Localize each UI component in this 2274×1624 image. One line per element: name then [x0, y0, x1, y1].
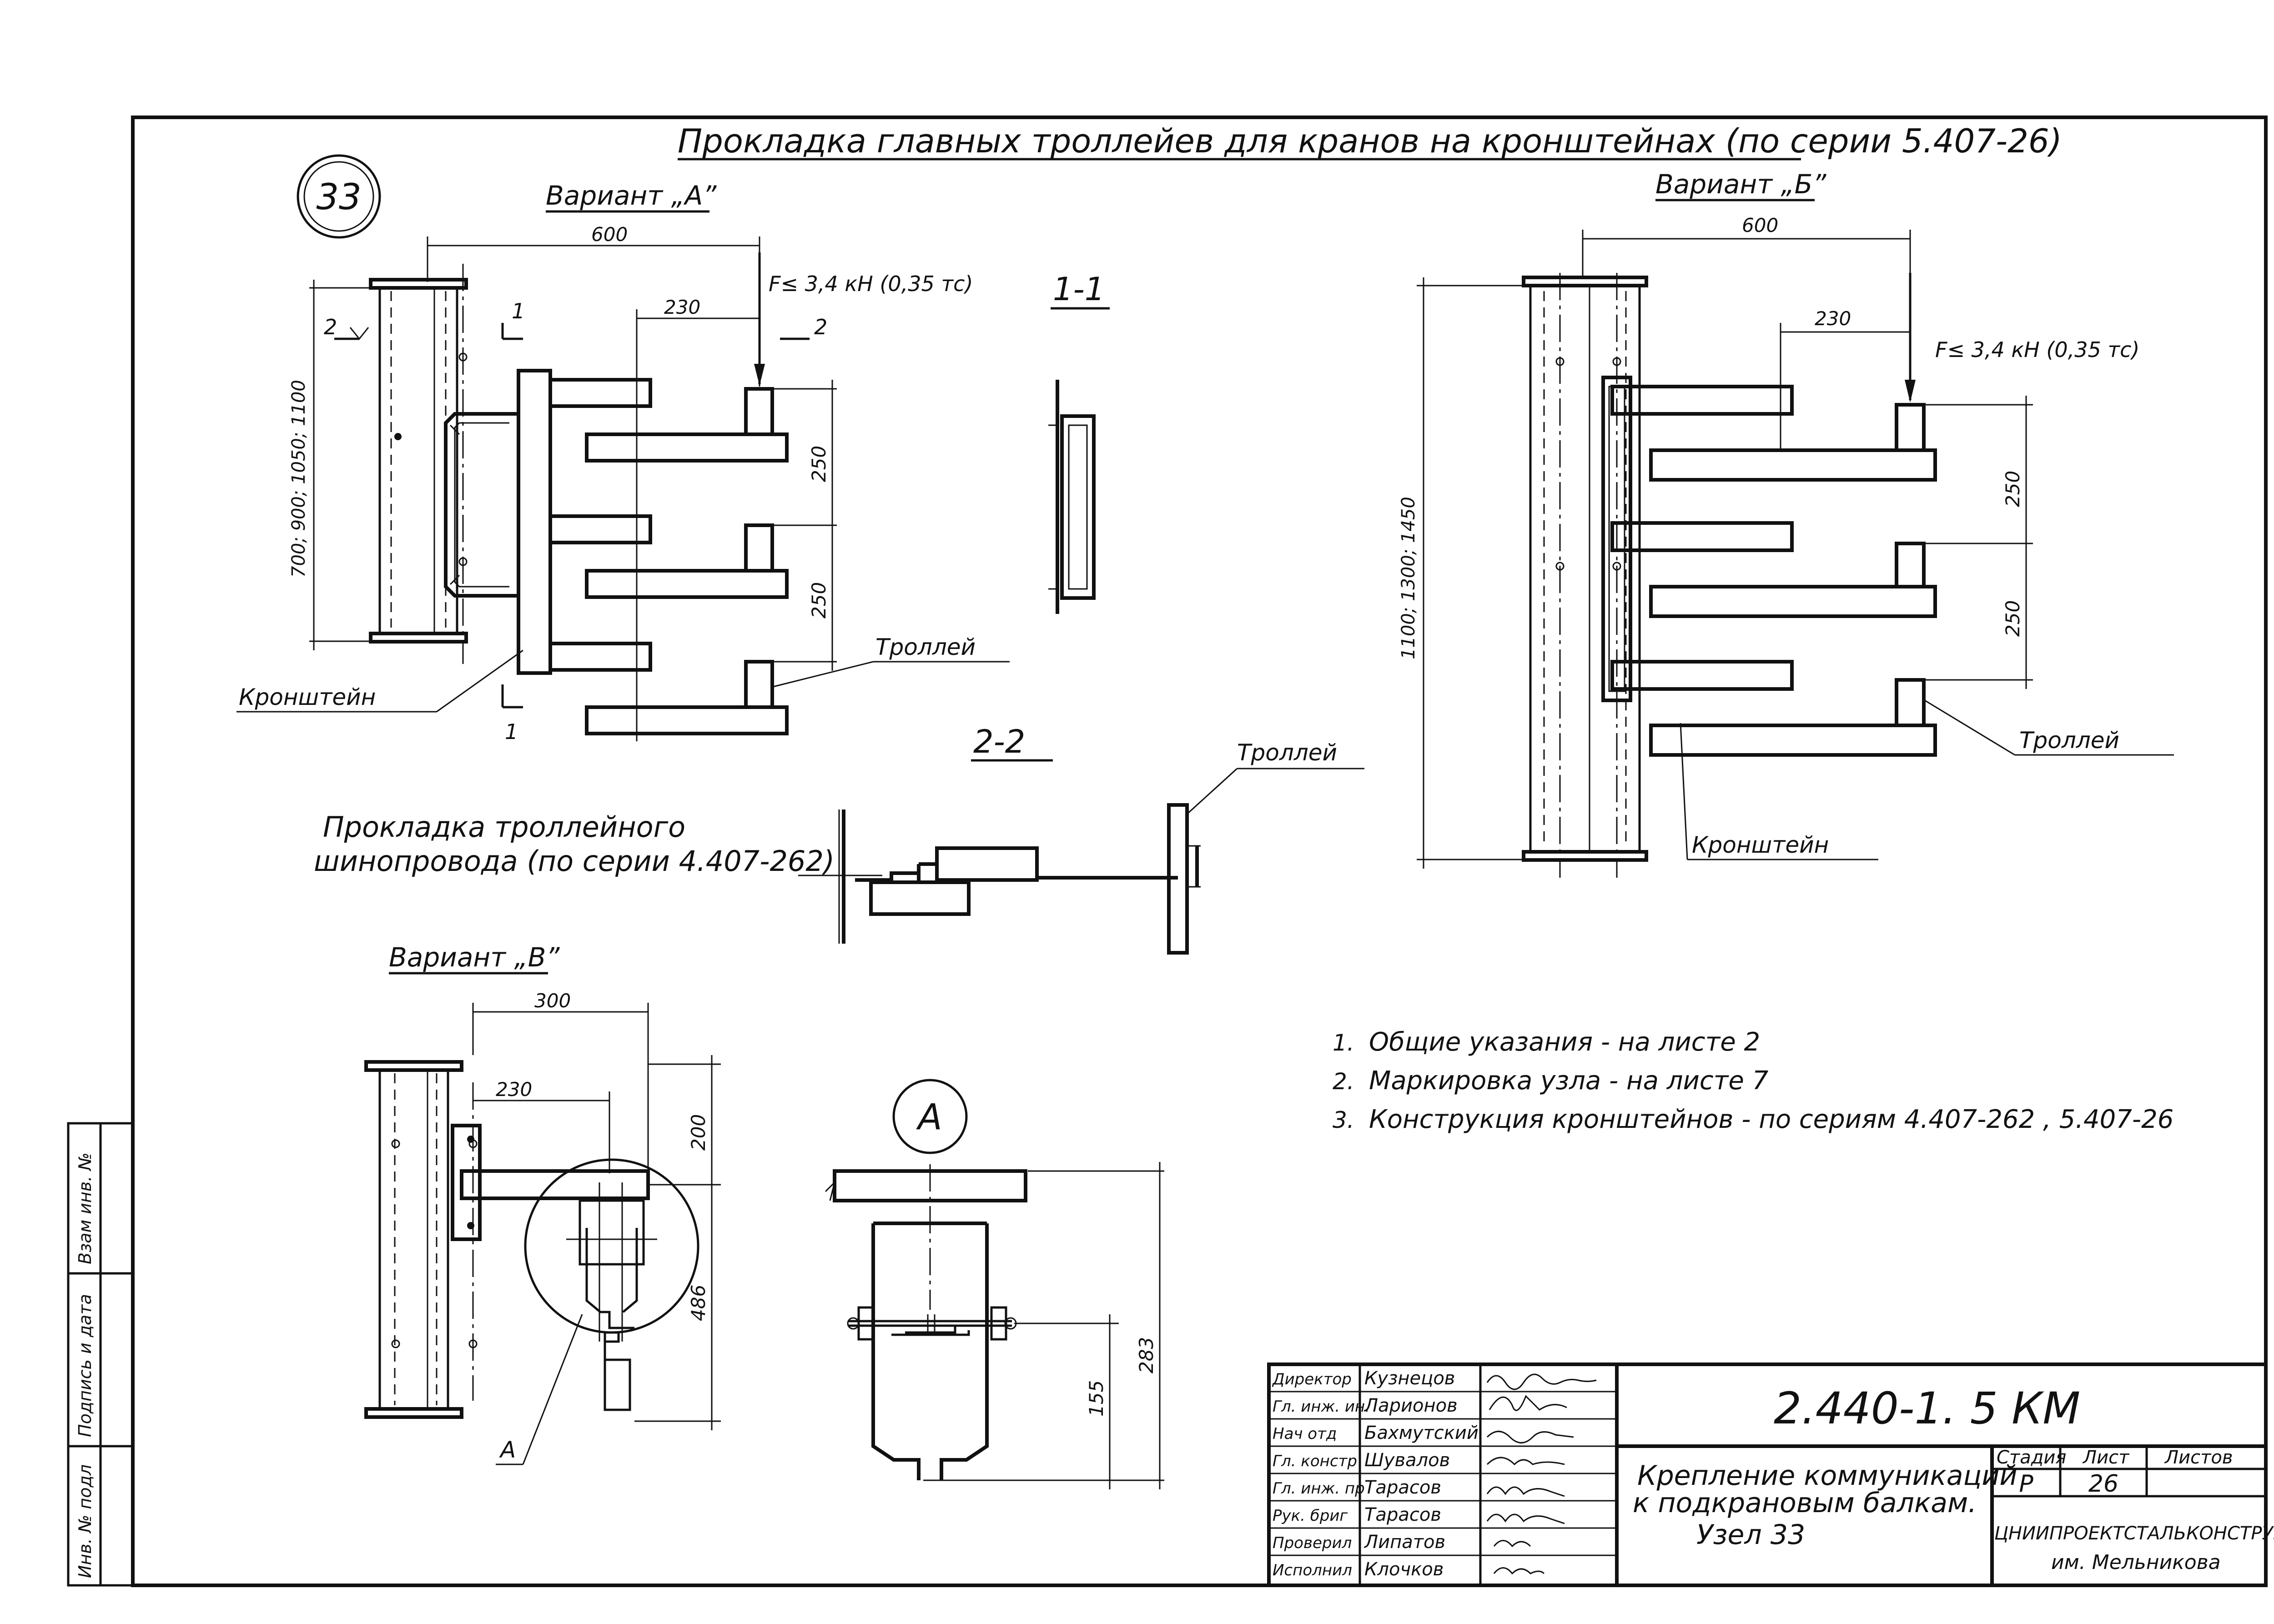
- stamp-inv-replace: Взам инв. №: [75, 1152, 95, 1264]
- variant-a-dim-230: 230: [664, 296, 700, 318]
- variant-v-dim-300: 300: [534, 990, 571, 1012]
- variant-a-dim-600: 600: [591, 223, 628, 246]
- variant-v: Вариант „В” 300: [364, 942, 721, 1465]
- variant-a-force: F≤ 3,4 кН (0,35 тс): [769, 272, 973, 296]
- tb-role-4: Гл. констр: [1273, 1452, 1357, 1470]
- variant-a-dim-250-top: 250: [808, 446, 830, 482]
- note-2-text: Маркировка узла - на листе 7: [1369, 1066, 1769, 1096]
- title-block: Директор Кузнецов Гл. инж. ин. Ларионов …: [1267, 1363, 2274, 1587]
- variant-b-dim-250-bottom: 250: [2002, 600, 2024, 637]
- tb-name-2: Ларионов: [1363, 1395, 1458, 1416]
- tb-code: 2.440-1. 5 КМ: [1774, 1383, 2080, 1434]
- tb-role-2: Гл. инж. ин.: [1273, 1398, 1370, 1416]
- variant-a-cut-2-left: 2: [324, 315, 337, 339]
- tb-name-5: Тарасов: [1364, 1477, 1441, 1498]
- variant-v-dim-200: 200: [687, 1114, 709, 1151]
- variant-v-dim-230: 230: [496, 1078, 532, 1101]
- variant-a-dim-height: 700; 900; 1050; 1100: [288, 380, 309, 578]
- variant-a-bracket-label: Кронштейн: [239, 684, 376, 710]
- section-2-2-label: 2-2: [973, 723, 1025, 760]
- node-number-badge: 33: [297, 154, 381, 239]
- tb-org-line1: ЦНИИПРОЕКТСТАЛЬКОНСТРУКЦИЯ: [1994, 1523, 2274, 1544]
- variant-a-trolley-label: Троллей: [875, 634, 976, 660]
- tb-role-3: Нач отд: [1273, 1425, 1337, 1443]
- signatures: [1486, 1373, 1597, 1575]
- tb-name-4: Шувалов: [1364, 1450, 1450, 1471]
- variant-b-dim-height: 1100; 1300; 1450: [1398, 497, 1419, 659]
- tb-stage-header: Стадия: [1997, 1447, 2066, 1468]
- tb-sheet: 26: [2088, 1470, 2118, 1498]
- busway-title-line2: шинопровода (по серии 4.407-262): [314, 845, 835, 878]
- tb-name-7: Липатов: [1363, 1532, 1445, 1553]
- note-3-text: Конструкция кронштейнов - по сериям 4.40…: [1369, 1105, 2173, 1134]
- tb-name-6: Тарасов: [1364, 1504, 1441, 1525]
- variant-a-cut-1-top: 1: [512, 299, 525, 323]
- variant-b-dim-250-top: 250: [2002, 471, 2024, 507]
- note-1-num: 1.: [1333, 1030, 1354, 1056]
- variant-b: Вариант „Б” 600: [1398, 169, 2174, 878]
- tb-desc-line1: Крепление коммуникаций: [1637, 1460, 2017, 1492]
- tb-role-5: Гл. инж. пр: [1273, 1479, 1365, 1498]
- tb-name-3: Бахмутский: [1364, 1423, 1479, 1443]
- tb-role-8: Исполнил: [1273, 1561, 1352, 1579]
- variant-a: Вариант „А” 600: [236, 180, 1010, 744]
- tb-name-1: Кузнецов: [1364, 1368, 1455, 1389]
- variant-b-label: Вариант „Б”: [1655, 169, 1826, 200]
- tb-sheet-header: Лист: [2082, 1447, 2130, 1468]
- stamp-sign-date: Подпись и дата: [75, 1294, 95, 1437]
- tb-desc-line2: к подкрановым балкам.: [1633, 1487, 1977, 1519]
- tb-sheets-header: Листов: [2164, 1447, 2233, 1468]
- tb-role-6: Рук. бриг: [1273, 1507, 1348, 1525]
- variant-b-trolley-label: Троллей: [2019, 727, 2119, 754]
- node-number: 33: [316, 177, 361, 218]
- variant-a-cut-1-bottom: 1: [505, 719, 518, 744]
- variant-a-cut-2-right: 2: [814, 315, 827, 339]
- tb-role-1: Директор: [1272, 1370, 1352, 1388]
- tb-stage: Р: [2019, 1470, 2033, 1498]
- variant-v-dim-486: 486: [687, 1285, 709, 1321]
- stamp-inv-orig: Инв. № подл: [75, 1464, 95, 1578]
- tb-role-7: Проверил: [1273, 1534, 1352, 1552]
- sheet-frame: [131, 116, 2268, 1587]
- node-a: А 283 155: [825, 1079, 1164, 1489]
- section-2-2: 2-2 Троллей: [798, 723, 1364, 955]
- tb-desc-line3: Узел 33: [1696, 1519, 1805, 1551]
- busway-title-line1: Прокладка троллейного: [323, 810, 685, 844]
- variant-b-bracket-label: Кронштейн: [1692, 832, 1829, 858]
- note-1-text: Общие указания - на листе 2: [1369, 1027, 1760, 1057]
- variant-v-callout: А: [499, 1437, 516, 1463]
- variant-b-force: F≤ 3,4 кН (0,35 тс): [1935, 337, 2139, 362]
- section-1-1: 1-1: [1048, 271, 1110, 614]
- note-2-num: 2.: [1333, 1068, 1354, 1095]
- variant-b-dim-230: 230: [1815, 307, 1851, 330]
- note-3-num: 3.: [1333, 1107, 1354, 1133]
- section-2-2-trolley-label: Троллей: [1237, 739, 1337, 766]
- node-a-dim-283: 283: [1135, 1337, 1157, 1373]
- tb-name-8: Клочков: [1364, 1559, 1444, 1580]
- tb-org-line2: им. Мельникова: [2051, 1551, 2221, 1574]
- variant-a-label: Вариант „А”: [546, 180, 717, 211]
- node-a-dim-155: 155: [1085, 1380, 1107, 1417]
- variant-b-dim-600: 600: [1742, 214, 1778, 236]
- variant-a-dim-250-bottom: 250: [808, 582, 830, 618]
- drawing-title: Прокладка главных троллейев для кранов н…: [678, 122, 2062, 160]
- section-1-1-label: 1-1: [1053, 271, 1105, 308]
- node-a-label: А: [916, 1097, 942, 1138]
- variant-v-label: Вариант „В”: [389, 942, 560, 973]
- notes: 1. Общие указания - на листе 2 2. Маркир…: [1333, 1027, 2173, 1134]
- side-stamp: Инв. № подл Подпись и дата Взам инв. №: [67, 1122, 134, 1587]
